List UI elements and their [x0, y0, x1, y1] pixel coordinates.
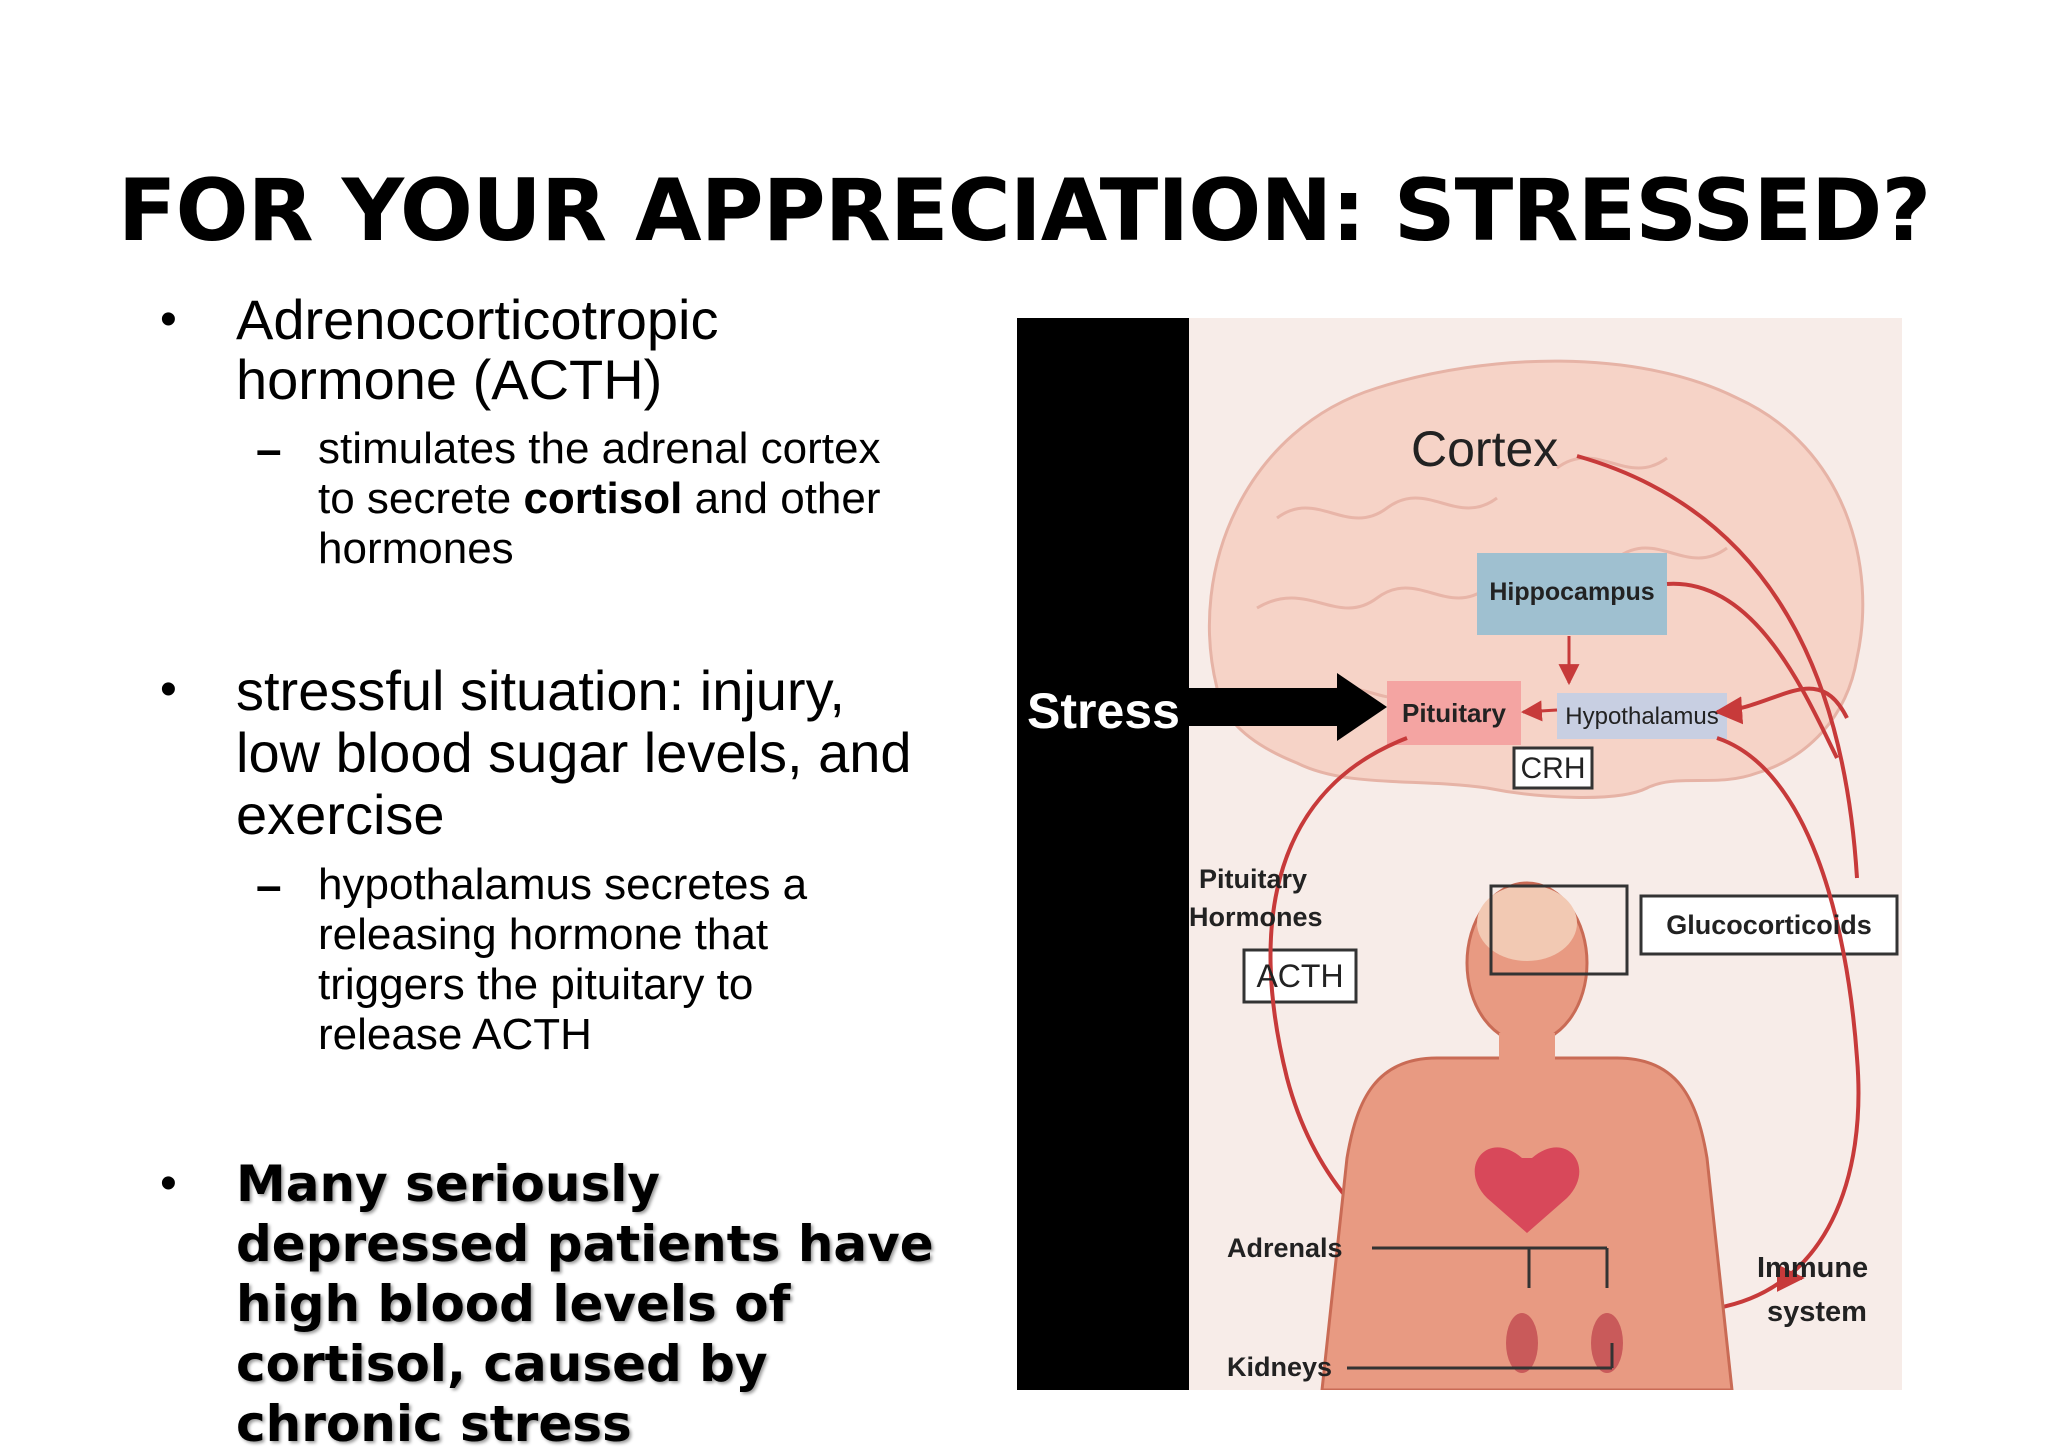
- bullet-dot: •: [160, 1157, 177, 1210]
- left-kidney: [1506, 1313, 1538, 1373]
- kidneys-label: Kidneys: [1227, 1352, 1333, 1382]
- glucocorticoids-label: Glucocorticoids: [1666, 910, 1872, 940]
- hypothalamus-arrow: [1520, 700, 1558, 722]
- hippocampus-label: Hippocampus: [1489, 578, 1655, 606]
- head-brain: [1477, 885, 1577, 961]
- stress-bar: [1017, 318, 1189, 1390]
- brain-folds: [1256, 456, 1728, 700]
- kidneys-leader: [1347, 1343, 1614, 1370]
- pituitary-label: Pituitary: [1401, 698, 1507, 728]
- crh-box: [1512, 746, 1594, 790]
- sub-bullet-acth: – stimulates the adrenal cortex to secre…: [160, 424, 980, 574]
- pituitary-box: [1387, 681, 1521, 745]
- adrenals-label: Adrenals: [1227, 1233, 1343, 1263]
- sub-bullet-dash: –: [256, 859, 282, 911]
- glucocorticoids-box: [1639, 894, 1899, 956]
- adrenals-leader: [1372, 1246, 1609, 1288]
- bullet-acth: • Adrenocorticotropic hormone (ACTH): [160, 290, 980, 410]
- crh-label: CRH: [1520, 752, 1586, 785]
- cortex-label: Cortex: [1411, 421, 1559, 477]
- bullet-stressful: • stressful situation: injury, low blood…: [160, 660, 980, 846]
- heart-shape: [1474, 1147, 1580, 1233]
- bullet-list: • Adrenocorticotropic hormone (ACTH) – s…: [160, 290, 980, 1454]
- stress-label: Stress: [1027, 683, 1180, 739]
- neck-shape: [1499, 1033, 1555, 1073]
- figure-illustration: [1017, 318, 1899, 1390]
- head-brain-box: [1489, 884, 1629, 976]
- stress-response-figure: Stress Cortex Hippocampus Pituitary Hypo…: [1017, 318, 1902, 1390]
- sub-bullet-text: stimulates the adrenal cortex to secrete…: [318, 424, 918, 574]
- immune-system-label-2: system: [1767, 1296, 1867, 1328]
- sub-bullet-hypothalamus: – hypothalamus secretes a releasing horm…: [160, 860, 980, 1060]
- acth-label: ACTH: [1256, 958, 1344, 994]
- sub-text-after: and other hormones: [318, 474, 881, 573]
- stress-arrow-head: [1337, 673, 1387, 741]
- bullet-text: Adrenocorticotropic hormone (ACTH): [236, 288, 719, 411]
- sub-text-before: stimulates the adrenal cortex to secrete: [318, 424, 881, 523]
- pituitary-hormones-label-2: Hormones: [1189, 902, 1323, 932]
- bullet-text: Many seriously depressed patients have h…: [236, 1155, 934, 1453]
- bullet-text: stressful situation: injury, low blood s…: [236, 659, 912, 846]
- bullet-dot: •: [160, 293, 177, 346]
- sub-bullet-text: hypothalamus secretes a releasing hormon…: [318, 860, 808, 1059]
- right-kidney: [1591, 1313, 1623, 1373]
- bullet-depressed: • Many seriously depressed patients have…: [160, 1154, 980, 1454]
- acth-box: [1242, 948, 1358, 1004]
- pituitary-hormones-label-1: Pituitary: [1199, 864, 1308, 894]
- bullet-dot: •: [160, 663, 177, 716]
- slide-title: FOR YOUR APPRECIATION: STRESSED?: [117, 161, 1932, 261]
- hippocampus-box: [1477, 553, 1667, 635]
- feedback-arrows: [1576, 454, 1859, 879]
- stress-arrow-shaft: [1189, 688, 1339, 726]
- hypothalamus-label: Hypothalamus: [1565, 703, 1719, 730]
- immune-system-label-1: Immune: [1757, 1252, 1869, 1284]
- sub-bullet-dash: –: [256, 423, 282, 475]
- sub-text-bold: cortisol: [523, 474, 683, 523]
